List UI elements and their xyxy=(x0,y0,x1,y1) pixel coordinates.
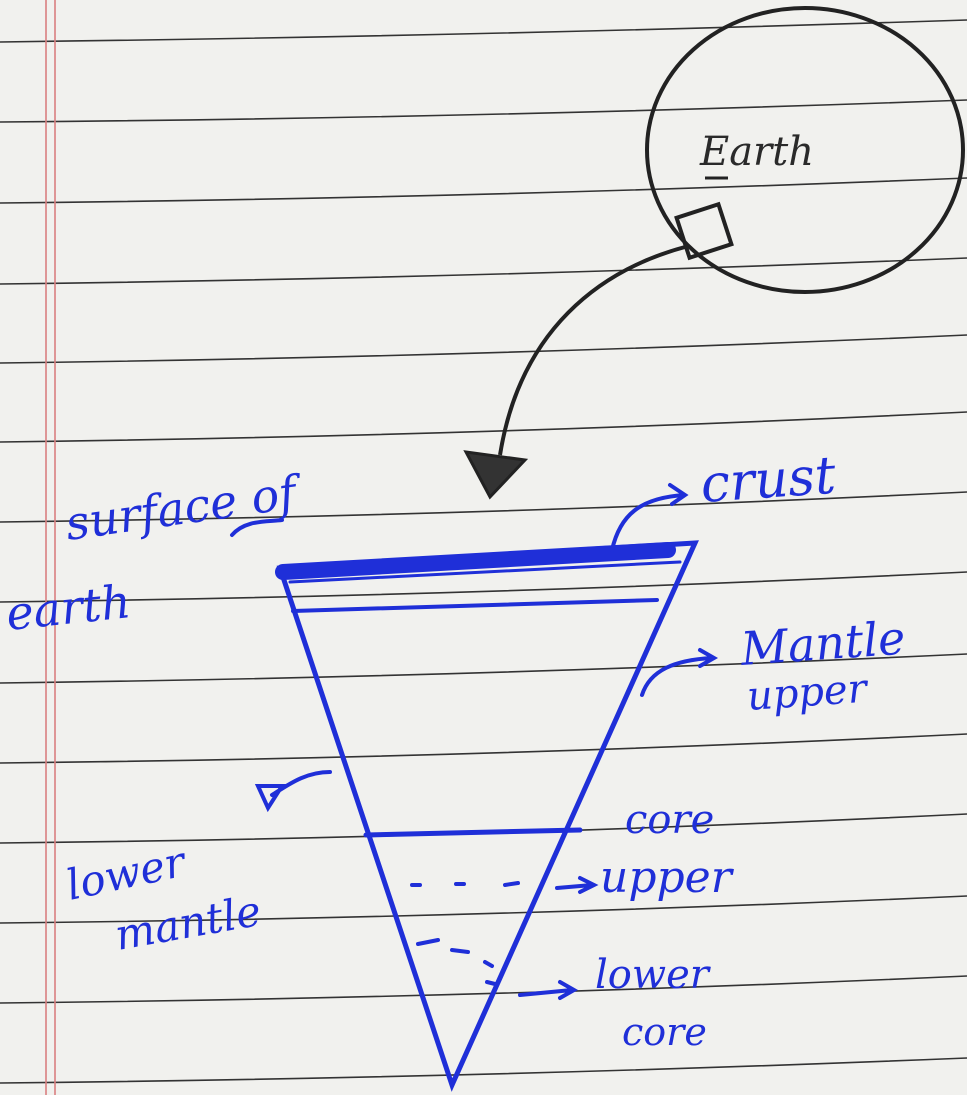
crust-label: crust xyxy=(699,446,838,515)
lower-core-label-line2: core xyxy=(622,1010,707,1054)
lower-core-label: lower xyxy=(595,952,712,998)
surface-label: surface of xyxy=(62,464,306,551)
mantle-label: Mantle xyxy=(738,611,907,676)
margin-lines xyxy=(45,0,56,1095)
label-arrows xyxy=(230,483,719,1000)
core-label: core xyxy=(625,797,714,843)
surface-label-line2: earth xyxy=(4,574,134,641)
lower-mantle-label: lower xyxy=(62,836,192,909)
ruled-lines xyxy=(0,19,967,1084)
earth-label: Earth xyxy=(699,129,814,175)
zoom-arrow-line xyxy=(498,245,686,456)
core-upper-label: upper xyxy=(600,852,735,903)
layers-wedge xyxy=(275,540,699,1092)
zoom-square xyxy=(674,201,734,261)
earth-circle xyxy=(645,6,965,294)
zoom-arrow-head-icon xyxy=(463,450,529,500)
lower-mantle-label-line2: mantle xyxy=(111,886,264,960)
mantle-upper-label: upper xyxy=(745,666,871,720)
